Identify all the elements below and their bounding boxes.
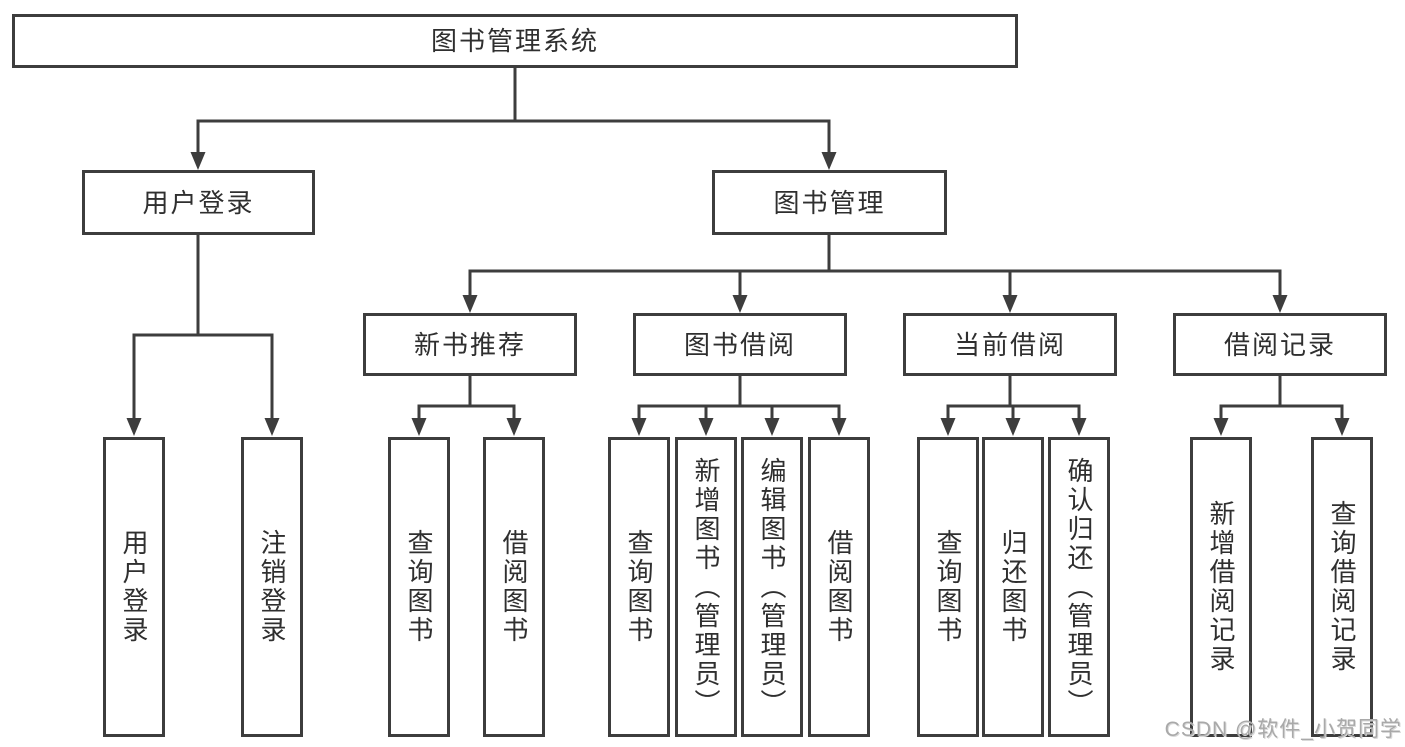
- node-label: 图书管理: [773, 187, 886, 218]
- leaf-query-books-current: 查询图书: [917, 437, 979, 737]
- node-label: 查询图书: [404, 529, 434, 645]
- node-library-system: 图书管理系统: [12, 14, 1018, 68]
- leaf-add-book-admin: 新增图书（管理员）: [675, 437, 737, 737]
- arrowhead: [698, 418, 714, 436]
- arrowhead: [1213, 418, 1229, 436]
- arrowhead: [411, 418, 427, 436]
- connector-userlogin-to-leaves: [132, 231, 274, 422]
- arrowheads: [126, 152, 1350, 436]
- arrowhead: [462, 295, 478, 313]
- arrowhead: [1334, 418, 1350, 436]
- arrowhead: [1002, 295, 1018, 313]
- connector-currentborrow-to-leaves: [946, 374, 1081, 422]
- node-book-borrowing: 图书借阅: [633, 313, 847, 376]
- arrowhead: [732, 295, 748, 313]
- leaf-logout: 注销登录: [241, 437, 303, 737]
- connector-root-to-level2: [196, 66, 831, 156]
- leaf-query-borrow-record: 查询借阅记录: [1311, 437, 1373, 737]
- connector-bookborrow-to-leaves: [637, 374, 841, 422]
- node-label: 用户登录: [142, 187, 255, 218]
- node-user-login: 用户登录: [82, 170, 315, 235]
- leaf-return-books: 归还图书: [982, 437, 1044, 737]
- arrowhead: [1005, 418, 1021, 436]
- connector-newbook-to-leaves: [417, 374, 516, 422]
- node-label: 当前借阅: [953, 329, 1066, 360]
- leaf-edit-book-admin: 编辑图书（管理员）: [741, 437, 803, 737]
- node-label: 查询借阅记录: [1327, 500, 1357, 674]
- leaf-user-login: 用户登录: [103, 437, 165, 737]
- node-book-management: 图书管理: [712, 170, 947, 235]
- connector-records-to-leaves: [1219, 374, 1344, 422]
- arrowhead: [1272, 295, 1288, 313]
- node-label: 查询图书: [933, 529, 963, 645]
- leaf-confirm-return-admin: 确认归还（管理员）: [1048, 437, 1110, 737]
- node-label: 注销登录: [257, 529, 287, 645]
- node-label: 新书推荐: [413, 329, 526, 360]
- node-label: 用户登录: [119, 529, 149, 645]
- node-new-book-recommendation: 新书推荐: [363, 313, 577, 376]
- node-label: 图书管理系统: [430, 26, 599, 56]
- node-borrowing-records: 借阅记录: [1173, 313, 1387, 376]
- node-label: 新增图书（管理员）: [691, 456, 721, 718]
- arrowhead: [1071, 418, 1087, 436]
- node-label: 借阅图书: [824, 529, 854, 645]
- node-current-borrowing: 当前借阅: [903, 313, 1117, 376]
- node-label: 确认归还（管理员）: [1064, 456, 1094, 718]
- arrowhead: [764, 418, 780, 436]
- connector-bookmgmt-to-level3: [468, 233, 1282, 299]
- node-label: 图书借阅: [683, 329, 796, 360]
- node-label: 归还图书: [998, 529, 1028, 645]
- leaf-add-borrow-record: 新增借阅记录: [1190, 437, 1252, 737]
- arrowhead: [831, 418, 847, 436]
- leaf-query-books-recommend: 查询图书: [388, 437, 450, 737]
- arrowhead: [264, 418, 280, 436]
- leaf-query-books-borrow: 查询图书: [608, 437, 670, 737]
- node-label: 查询图书: [624, 529, 654, 645]
- arrowhead: [126, 418, 142, 436]
- node-label: 借阅记录: [1223, 329, 1336, 360]
- arrowhead: [940, 418, 956, 436]
- arrowhead: [631, 418, 647, 436]
- arrowhead: [190, 152, 206, 170]
- arrowhead: [506, 418, 522, 436]
- arrowhead: [821, 152, 837, 170]
- leaf-borrow-books: 借阅图书: [808, 437, 870, 737]
- leaf-borrow-books-recommend: 借阅图书: [483, 437, 545, 737]
- node-label: 编辑图书（管理员）: [757, 456, 787, 718]
- node-label: 借阅图书: [499, 529, 529, 645]
- node-label: 新增借阅记录: [1206, 500, 1236, 674]
